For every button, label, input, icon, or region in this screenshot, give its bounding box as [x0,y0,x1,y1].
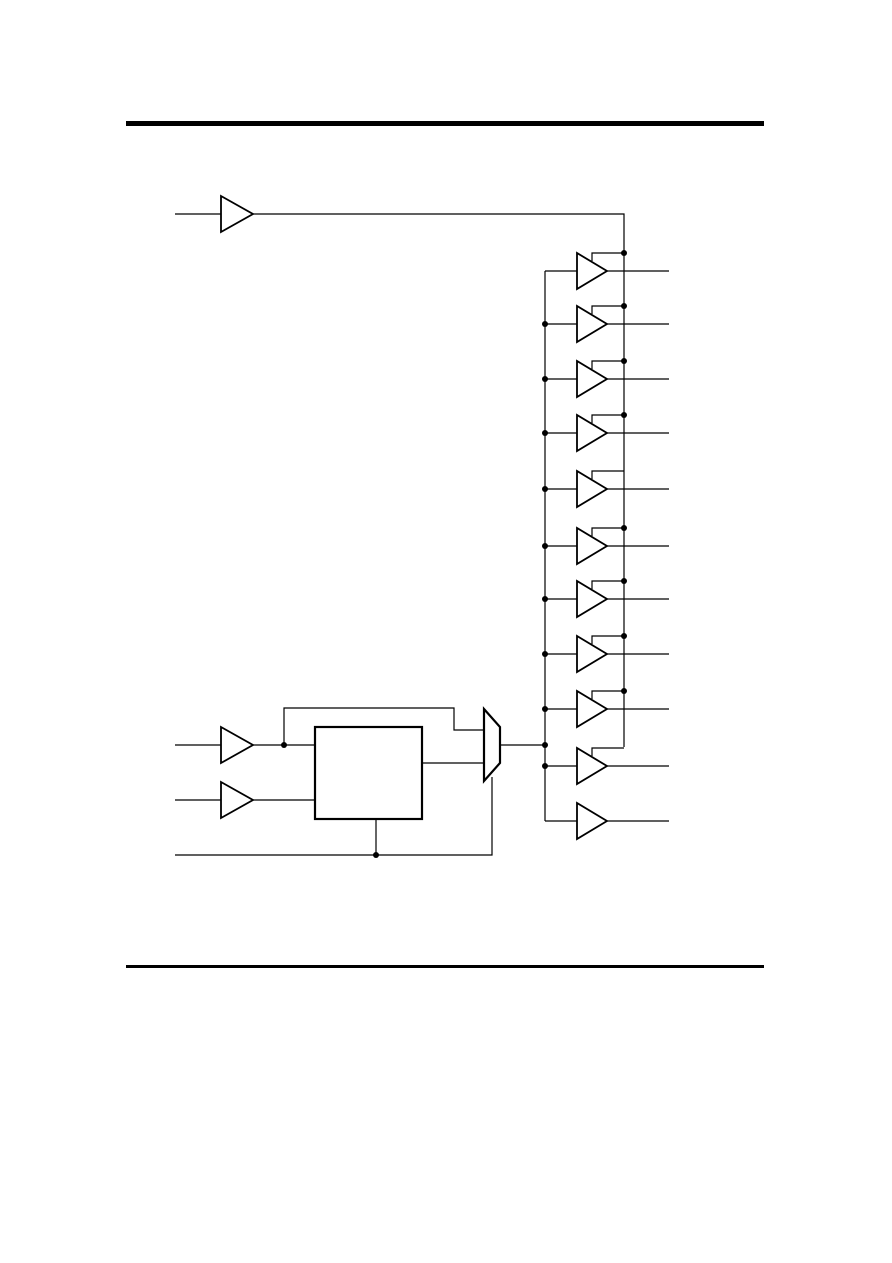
junction-dot [621,578,627,584]
enable-line [591,747,624,756]
enable-line [591,690,624,699]
junction-dot [281,742,287,748]
output-buffer-1 [576,251,609,291]
junction-dot [621,412,627,418]
enable-line [591,414,624,423]
junction-dot [542,321,548,327]
enable-line [591,360,624,369]
output-buffer-11 [576,801,609,841]
control-line [175,777,493,856]
enable-line [591,635,624,644]
output-buffer-6 [576,526,609,566]
feedback-rail [253,213,625,747]
control-input [175,777,493,858]
mux [482,706,502,784]
output-buffer-7 [576,579,609,619]
bottom-rule [126,965,764,968]
buffer-triangle [220,725,255,765]
output-buffer-10 [576,746,609,786]
top-rule [126,121,764,126]
junction-dot [542,706,548,712]
junction-dot [621,303,627,309]
output-buffer-3 [576,359,609,399]
output-buffer-5 [576,469,609,509]
pll-block [313,725,424,821]
junction-dot [542,763,548,769]
junction-dot [621,688,627,694]
enable-line [591,305,624,314]
enable-line [591,252,624,261]
enable-line [591,527,624,536]
input-buffer-3 [175,780,315,820]
junction-dot [542,596,548,602]
junction-dot [621,525,627,531]
output-buffer-9 [576,689,609,729]
junction-dot [621,250,627,256]
bypass-line [283,707,484,745]
buffer-triangle [220,780,255,820]
output-buffer-4 [576,413,609,453]
enable-line [591,580,624,589]
enable-line [591,470,624,479]
junction-dot [542,486,548,492]
junction-dot [542,543,548,549]
output-buffers [542,250,669,841]
junction-dot [542,376,548,382]
output-buffer-8 [576,634,609,674]
junction-dot [542,651,548,657]
junction-dot [621,358,627,364]
output-buffer-2 [576,304,609,344]
input-buffer-2 [175,707,484,765]
input-buffer-top [175,194,625,747]
junction-dot [542,430,548,436]
junction-dot [621,633,627,639]
buffer-triangle [220,194,255,234]
junction-dot [373,852,379,858]
